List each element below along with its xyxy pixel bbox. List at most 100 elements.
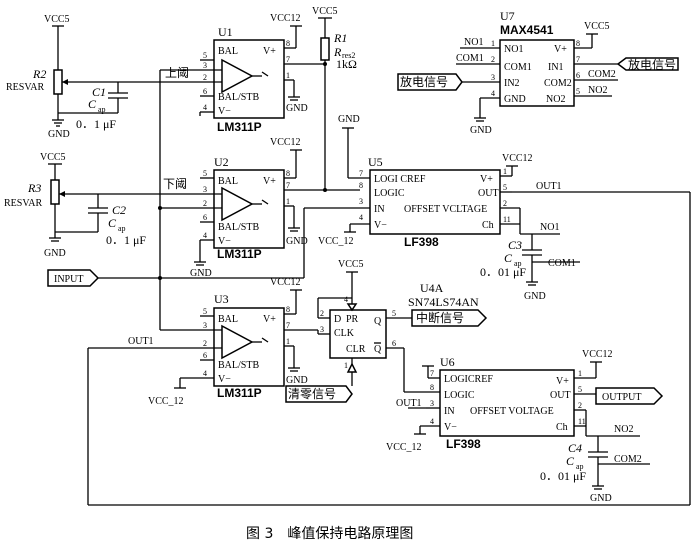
u6-pin3: 3 bbox=[430, 399, 434, 408]
u6-ref: U6 bbox=[440, 355, 455, 369]
u5-sample-hold: U5 LOGI CREF LOGIC IN OFFSET VCLTAGE V− … bbox=[87, 114, 691, 506]
u7-in2: IN2 bbox=[504, 78, 520, 89]
u3-vminus: V− bbox=[218, 374, 231, 385]
u3-pin2: 2 bbox=[203, 339, 207, 348]
u3-bal: BAL bbox=[218, 314, 238, 325]
r1-val-pre: R bbox=[333, 45, 342, 59]
u3-pin4: 4 bbox=[203, 369, 207, 378]
com2-net-label: COM2 bbox=[614, 454, 642, 465]
out1-label-u6: OUT1 bbox=[396, 398, 422, 409]
u2-vminus: V− bbox=[218, 236, 231, 247]
u4-pin5: 5 bbox=[392, 309, 396, 318]
output-label: OUTPUT bbox=[602, 392, 641, 403]
u2-pin8: 8 bbox=[286, 169, 290, 178]
vccneg-label-u5: VCC_12 bbox=[318, 236, 354, 247]
u4-part: SN74LS74AN bbox=[408, 295, 479, 309]
clear-port bbox=[285, 385, 353, 403]
u2-ref: U2 bbox=[214, 155, 229, 169]
r3-ref: R3 bbox=[27, 181, 41, 195]
u6-vplus: V+ bbox=[556, 376, 569, 387]
u2-pin3: 3 bbox=[203, 185, 207, 194]
u5-pin7: 7 bbox=[359, 169, 363, 178]
u2-pin7: 7 bbox=[286, 181, 290, 190]
gnd-label-c4: GND bbox=[590, 493, 612, 504]
discharge-label-left: 放电信号 bbox=[400, 74, 448, 89]
u6-vminus: V− bbox=[444, 422, 457, 433]
input-bus: INPUT bbox=[47, 69, 200, 331]
u5-out: OUT bbox=[478, 188, 499, 199]
u6-pin5: 5 bbox=[578, 385, 582, 394]
u6-out: OUT bbox=[550, 390, 571, 401]
u6-in: IN bbox=[444, 406, 455, 417]
u7-no2-net: NO2 bbox=[588, 85, 607, 96]
u6-pin4: 4 bbox=[430, 417, 434, 426]
c2-sub: ap bbox=[118, 224, 126, 233]
u4-pin1: 1 bbox=[344, 361, 348, 370]
u1-pin8: 8 bbox=[286, 39, 290, 48]
u7-pin6: 6 bbox=[576, 71, 580, 80]
c2-sym: C bbox=[108, 216, 117, 230]
u1-balstb: BAL/STB bbox=[218, 92, 259, 103]
u4-qbar: Q bbox=[374, 344, 382, 355]
u2-comparator: U2 BAL V+ BAL/STB V− LM311P 5 3 2 6 4 GN… bbox=[160, 137, 360, 279]
c3-sub: ap bbox=[514, 259, 522, 268]
clear-label: 清零信号 bbox=[288, 387, 336, 401]
vcc5-label-r3: VCC5 bbox=[40, 152, 66, 163]
u3-pin5: 5 bbox=[203, 307, 207, 316]
u1-pin5: 5 bbox=[203, 51, 207, 60]
u5-logic: LOGIC bbox=[374, 188, 405, 199]
u1-pin4: 4 bbox=[203, 103, 207, 112]
u4-d: D bbox=[334, 314, 341, 325]
c3-ref: C3 bbox=[508, 238, 522, 252]
c4-ref: C4 bbox=[568, 441, 582, 455]
vcc5-label-r1: VCC5 bbox=[312, 6, 338, 17]
u7-in1: IN1 bbox=[548, 62, 564, 73]
gnd-label-r2: GND bbox=[48, 129, 70, 140]
r1-pullup: VCC5 R1 R res2 1kΩ bbox=[312, 6, 357, 190]
u2-bal: BAL bbox=[218, 176, 238, 187]
u3-vplus: V+ bbox=[263, 314, 276, 325]
c2-value: 0．1 μF bbox=[106, 233, 146, 247]
u2-pin4: 4 bbox=[203, 231, 207, 240]
r2-ref: R2 bbox=[32, 67, 46, 81]
r2-resistor bbox=[53, 69, 63, 95]
u3-balstb: BAL/STB bbox=[218, 360, 259, 371]
vcc12-label-u6: VCC12 bbox=[582, 349, 613, 360]
u7-no2: NO2 bbox=[546, 94, 565, 105]
c1-ref: C1 bbox=[92, 85, 106, 99]
u3-ref: U3 bbox=[214, 292, 229, 306]
u1-pin6: 6 bbox=[203, 87, 207, 96]
u4-clr: CLR bbox=[346, 344, 366, 355]
u6-part: LF398 bbox=[446, 437, 481, 451]
u3-part: LM311P bbox=[217, 386, 262, 400]
u7-no1-net: NO1 bbox=[464, 37, 483, 48]
u7-com1: COM1 bbox=[504, 62, 532, 73]
gnd-label-u1: GND bbox=[286, 103, 308, 114]
u4-clk: CLK bbox=[334, 328, 355, 339]
u2-part: LM311P bbox=[217, 247, 262, 261]
interrupt-label: 中断信号 bbox=[416, 310, 464, 325]
u4-q: Q bbox=[374, 316, 382, 327]
u6-logic: LOGIC bbox=[444, 390, 475, 401]
u5-pin2: 2 bbox=[503, 199, 507, 208]
vccneg-label-u6: VCC_12 bbox=[386, 442, 422, 453]
u7-part: MAX4541 bbox=[500, 23, 554, 37]
u2-pin6: 6 bbox=[203, 213, 207, 222]
output-port bbox=[595, 387, 664, 405]
out1-label-top: OUT1 bbox=[536, 181, 562, 192]
vcc12-label-u1: VCC12 bbox=[270, 13, 301, 24]
u5-part: LF398 bbox=[404, 235, 439, 249]
r1-value: 1kΩ bbox=[336, 57, 357, 71]
input-label: INPUT bbox=[54, 274, 83, 285]
gnd-label-c3: GND bbox=[524, 291, 546, 302]
u2-pin1: 1 bbox=[286, 197, 290, 206]
r1-ref: R1 bbox=[333, 31, 347, 45]
gnd-label-u2b: GND bbox=[286, 236, 308, 247]
u5-vplus: V+ bbox=[480, 174, 493, 185]
r2-network: VCC5 GND R2 RESVAR C1 C ap 0．1 μF 上阈 bbox=[6, 14, 200, 140]
u3-pin6: 6 bbox=[203, 351, 207, 360]
u3-comparator: U3 BAL V+ BAL/STB V− LM311P 5 3 2 6 4 VC… bbox=[148, 277, 318, 407]
u1-pin3: 3 bbox=[203, 61, 207, 70]
c2-ref: C2 bbox=[112, 203, 126, 217]
u5-pin5: 5 bbox=[503, 183, 507, 192]
